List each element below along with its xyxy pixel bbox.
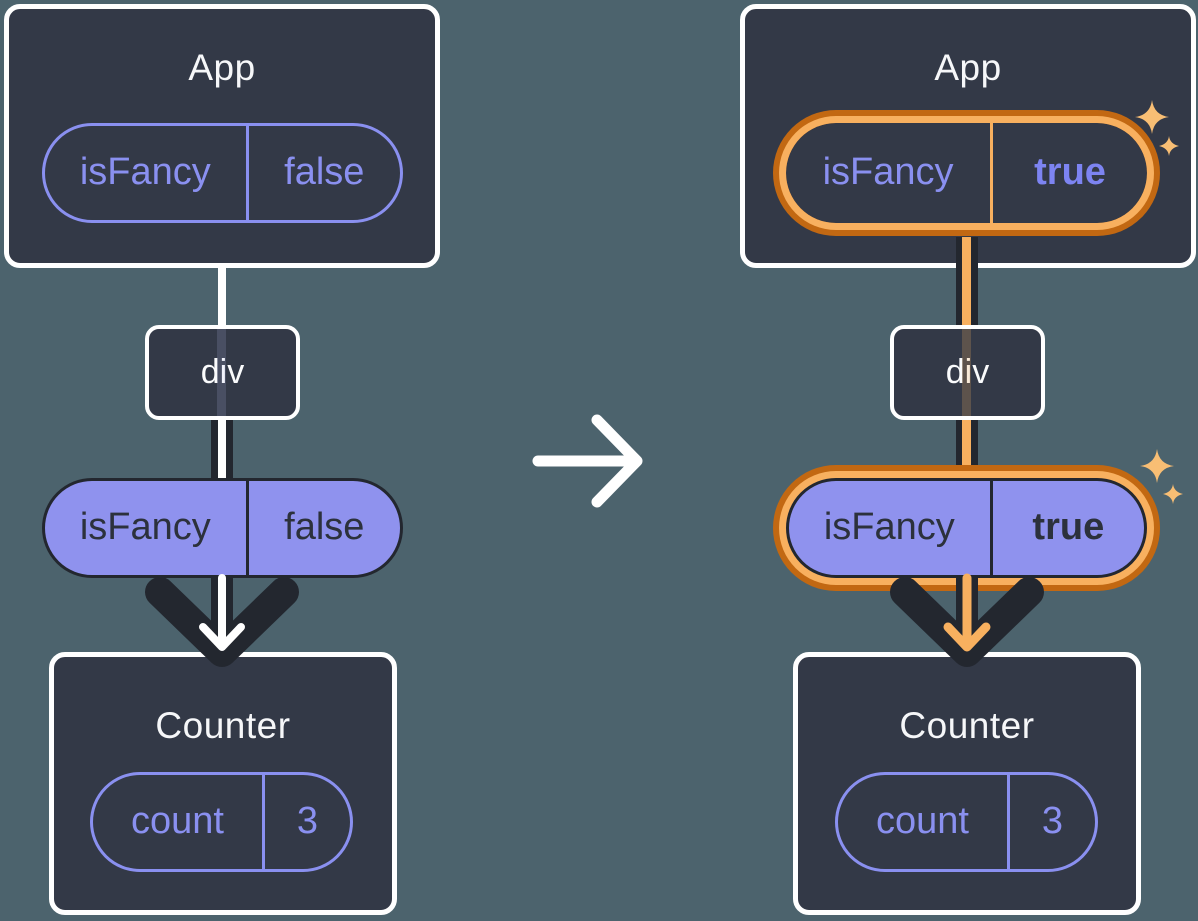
passed-prop-pill: isFancy false (42, 478, 403, 578)
app-card-after: App (740, 4, 1196, 268)
connector-line (218, 264, 226, 328)
state-name: count (93, 775, 265, 869)
prop-value: true (1034, 150, 1106, 193)
prop-value: false (284, 150, 365, 193)
dom-node-card: div (145, 325, 300, 420)
dom-node-label: div (945, 353, 990, 391)
dom-node-label: div (200, 353, 245, 391)
props-flow-arrow-icon (145, 574, 299, 667)
prop-name: isFancy (45, 481, 249, 575)
component-title: App (188, 47, 256, 88)
sparkle-icon (1140, 449, 1183, 504)
state-value: 3 (296, 799, 319, 842)
state-value: 3 (1041, 799, 1064, 842)
sparkle-icon (1135, 100, 1179, 156)
props-flow-arrow-highlighted-icon (890, 573, 1044, 667)
connector-line (962, 416, 971, 476)
state-name: count (838, 775, 1010, 869)
app-prop-pill: isFancy false (42, 123, 403, 223)
connector-line-behind (962, 329, 971, 416)
connector-line (218, 416, 226, 480)
connector-line (962, 237, 971, 328)
app-prop-pill-highlighted: isFancy true (786, 123, 1147, 223)
prop-value: false (284, 505, 365, 548)
prop-name: isFancy (789, 481, 993, 575)
connector-line-behind (217, 329, 226, 416)
component-title: Counter (155, 705, 291, 746)
prop-name: isFancy (45, 126, 249, 220)
state-pill: count 3 (835, 772, 1098, 872)
state-pill: count 3 (90, 772, 353, 872)
dom-node-card: div (890, 325, 1045, 420)
prop-value: true (1032, 505, 1105, 548)
component-title: App (934, 47, 1002, 88)
component-title: Counter (899, 705, 1035, 746)
prop-name: isFancy (786, 123, 994, 223)
transform-arrow-icon (532, 414, 643, 508)
